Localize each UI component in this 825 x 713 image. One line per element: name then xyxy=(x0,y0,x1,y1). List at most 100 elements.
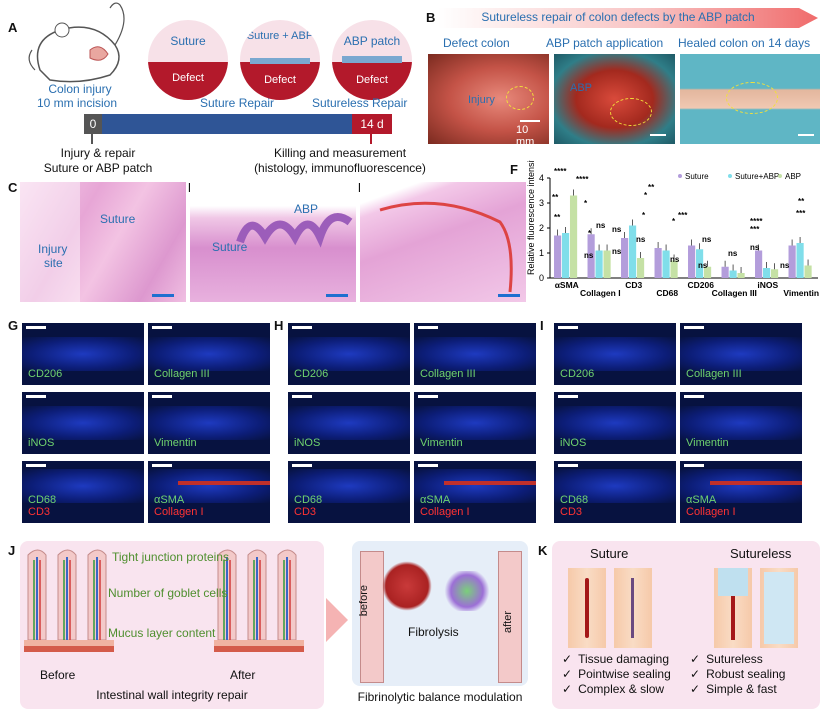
panel-label-b: B xyxy=(426,10,436,25)
bubble-suture-defect: Defect xyxy=(172,72,204,84)
significance-label: * xyxy=(644,191,648,200)
bar-0-5 xyxy=(721,266,729,278)
bubble-abp-patch: ABP patch Defect xyxy=(332,20,412,100)
significance-label: ns xyxy=(698,261,708,270)
panel-b-header: Sutureless repair of colon defects by th… xyxy=(481,10,755,24)
photo3-title: Healed colon on 14 days xyxy=(678,36,811,50)
fluorI-label2-5: Collagen I xyxy=(686,506,736,518)
k-right-text-0: Sutureless xyxy=(706,652,763,666)
bubble-suture: Suture Defect xyxy=(148,20,228,100)
k-left-item-1: ✓Pointwise sealing xyxy=(562,667,671,681)
k-left-text-2: Complex & slow xyxy=(578,682,665,696)
significance-label: ns xyxy=(780,261,790,270)
k-left-item-0: ✓Tissue damaging xyxy=(562,652,669,666)
k-sutureless-title: Sutureless xyxy=(730,546,792,561)
bar-0-6 xyxy=(755,250,763,278)
fluorG-label2-5: Collagen I xyxy=(154,506,204,518)
photo-healed-colon xyxy=(680,54,820,144)
bar-0-3 xyxy=(654,248,662,278)
timeline-arrow-left xyxy=(91,134,93,144)
bar-1-5 xyxy=(729,270,737,278)
bubble-suture-abp: Suture + ABP Defect xyxy=(240,20,320,100)
photo-defect-colon: Injury 10 mm xyxy=(428,54,549,148)
chart-ylabel: Relative fluorescence intensity xyxy=(526,160,536,275)
fluorH-label-1: Collagen III xyxy=(420,368,476,380)
hist-c-injury: Injury xyxy=(38,242,68,256)
check-icon: ✓ xyxy=(690,652,701,666)
hist-c-site: site xyxy=(44,256,63,270)
legend-label: ABP xyxy=(785,172,801,181)
bar-2-0 xyxy=(569,195,578,278)
bar-1-2 xyxy=(628,225,637,278)
bubble-abp-defect: Defect xyxy=(356,74,388,86)
fluorI-label-0: CD206 xyxy=(560,368,595,380)
histology-e xyxy=(360,182,526,302)
panel-label-k: K xyxy=(538,543,548,558)
check-icon: ✓ xyxy=(562,667,573,681)
check-icon: ✓ xyxy=(690,682,701,696)
k-left-item-2: ✓ Complex & slow xyxy=(562,682,664,696)
fluorI-panel-2: iNOS xyxy=(554,392,676,454)
bubble-suture-abp-defect: Defect xyxy=(264,74,296,86)
bar-0-7 xyxy=(788,245,796,278)
significance-label: * xyxy=(584,199,588,208)
y-tick-label: 1 xyxy=(539,248,544,258)
fluorG-label-4: CD68 xyxy=(28,494,57,506)
fluorG-panel-1: Collagen III xyxy=(148,323,270,385)
category-label: CD206 xyxy=(688,280,715,290)
bar-2-4 xyxy=(703,266,712,278)
category-label: CD3 xyxy=(625,280,642,290)
significance-label: ns xyxy=(750,243,760,252)
fib-after-label: after xyxy=(502,611,514,634)
significance-label: ns xyxy=(596,221,606,230)
timeline-arrow-right xyxy=(370,134,372,144)
fibrolysis-label: Fibrolysis xyxy=(408,625,459,639)
j-caption: Intestinal wall integrity repair xyxy=(96,688,248,702)
hist-c-suture: Suture xyxy=(100,212,136,226)
significance-label: **** xyxy=(576,175,589,184)
check-icon: ✓ xyxy=(690,667,701,681)
fluorI-label-3: Vimentin xyxy=(686,437,729,449)
fib-before-label: before xyxy=(358,585,370,617)
injury-repair-note: Injury & repair xyxy=(60,146,136,160)
significance-label: ns xyxy=(728,249,738,258)
suture-abp-note: Suture or ABP patch xyxy=(43,161,153,175)
hist-d-abp: ABP xyxy=(294,202,319,216)
bubble-suture-abp-label: Suture + ABP xyxy=(246,30,314,42)
fluorI-label-2: iNOS xyxy=(560,437,587,449)
fluorH-label-5: αSMA xyxy=(420,494,451,506)
check-icon: ✓ xyxy=(562,682,573,696)
histology-note: (histology, immunofluorescence) xyxy=(254,161,426,175)
bar-1-3 xyxy=(662,250,670,278)
fluorG-panel-2: iNOS xyxy=(22,392,144,454)
bar-1-1 xyxy=(595,250,603,278)
fluorG-label-0: CD206 xyxy=(28,368,63,380)
photo-injury-label: Injury xyxy=(468,94,495,106)
villi-diagram xyxy=(24,549,304,652)
bubble-abp-label: ABP patch xyxy=(343,34,401,48)
bar-1-0 xyxy=(561,233,570,278)
fluorG-panel-3: Vimentin xyxy=(148,392,270,454)
bar-1-7 xyxy=(796,243,804,278)
j-item-tight-junction: Tight junction proteins xyxy=(112,550,229,564)
bubble-suture-label: Suture xyxy=(170,34,206,48)
fluorG-label2-4: CD3 xyxy=(28,506,51,518)
significance-label: * xyxy=(672,217,676,226)
k-wound-1 xyxy=(568,568,606,648)
significance-label: ** xyxy=(554,213,561,222)
significance-label: *** xyxy=(678,211,688,220)
bar-0-0 xyxy=(554,235,562,278)
fibrinolytic-panel: before after Fibrolysis xyxy=(352,541,528,686)
significance-label: *** xyxy=(750,225,760,234)
mouse-illustration xyxy=(28,2,125,83)
photo1-title: Defect colon xyxy=(443,36,510,50)
fluorH-label-4: CD68 xyxy=(294,494,323,506)
fluorH-panel-0: CD206 xyxy=(288,323,410,385)
significance-label: ** xyxy=(648,183,655,192)
category-label: CD68 xyxy=(656,288,678,298)
significance-label: ns xyxy=(612,225,622,234)
bar-2-5 xyxy=(737,273,745,278)
fibrinolytic-caption: Fibrinolytic balance modulation xyxy=(357,690,523,704)
